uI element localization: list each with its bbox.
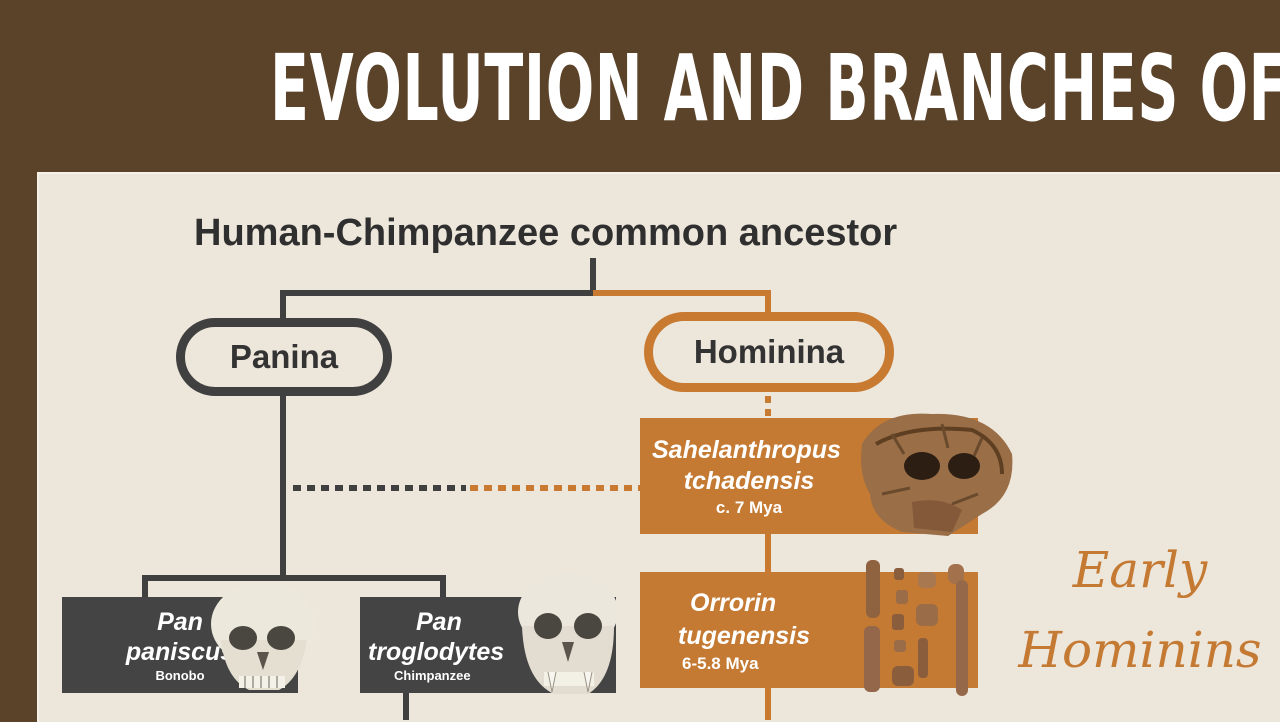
species-name-line1: Pan [157, 608, 203, 636]
panina-label: Panina [229, 338, 339, 375]
species-name-line1: Sahelanthropus [652, 436, 841, 464]
sahelanthropus-fossil-skull-icon [861, 413, 1013, 536]
title-banner: EVOLUTION AND BRANCHES OF [0, 0, 1280, 172]
common-name: Chimpanzee [394, 668, 471, 683]
species-name-line1: Orrorin [690, 589, 777, 617]
species-name-line2: troglodytes [368, 638, 505, 666]
orrorin-fossil-bones-icon [864, 560, 968, 696]
bonobo-skull-icon [211, 582, 315, 690]
hominina-node: Hominina [644, 312, 894, 392]
hominina-label: Hominina [693, 333, 845, 370]
panina-node: Panina [176, 318, 392, 396]
early-label-line2: Hominins [1018, 621, 1262, 679]
common-ancestor-label: Human-Chimpanzee common ancestor [194, 212, 898, 254]
common-name: Bonobo [155, 668, 205, 683]
species-name-line2: tchadensis [683, 467, 815, 495]
early-label-line1: Early [1072, 541, 1208, 599]
page-title: EVOLUTION AND BRANCHES OF [270, 35, 1280, 142]
date-label: c. 7 Mya [715, 498, 783, 517]
early-hominins-label: Early Hominins [1010, 530, 1270, 690]
chimpanzee-skull-icon [518, 572, 618, 694]
species-name-line2: paniscus [125, 638, 235, 666]
species-name-line2: tugenensis [678, 622, 810, 650]
date-label: 6-5.8 Mya [682, 654, 759, 673]
species-name-line1: Pan [416, 608, 462, 636]
